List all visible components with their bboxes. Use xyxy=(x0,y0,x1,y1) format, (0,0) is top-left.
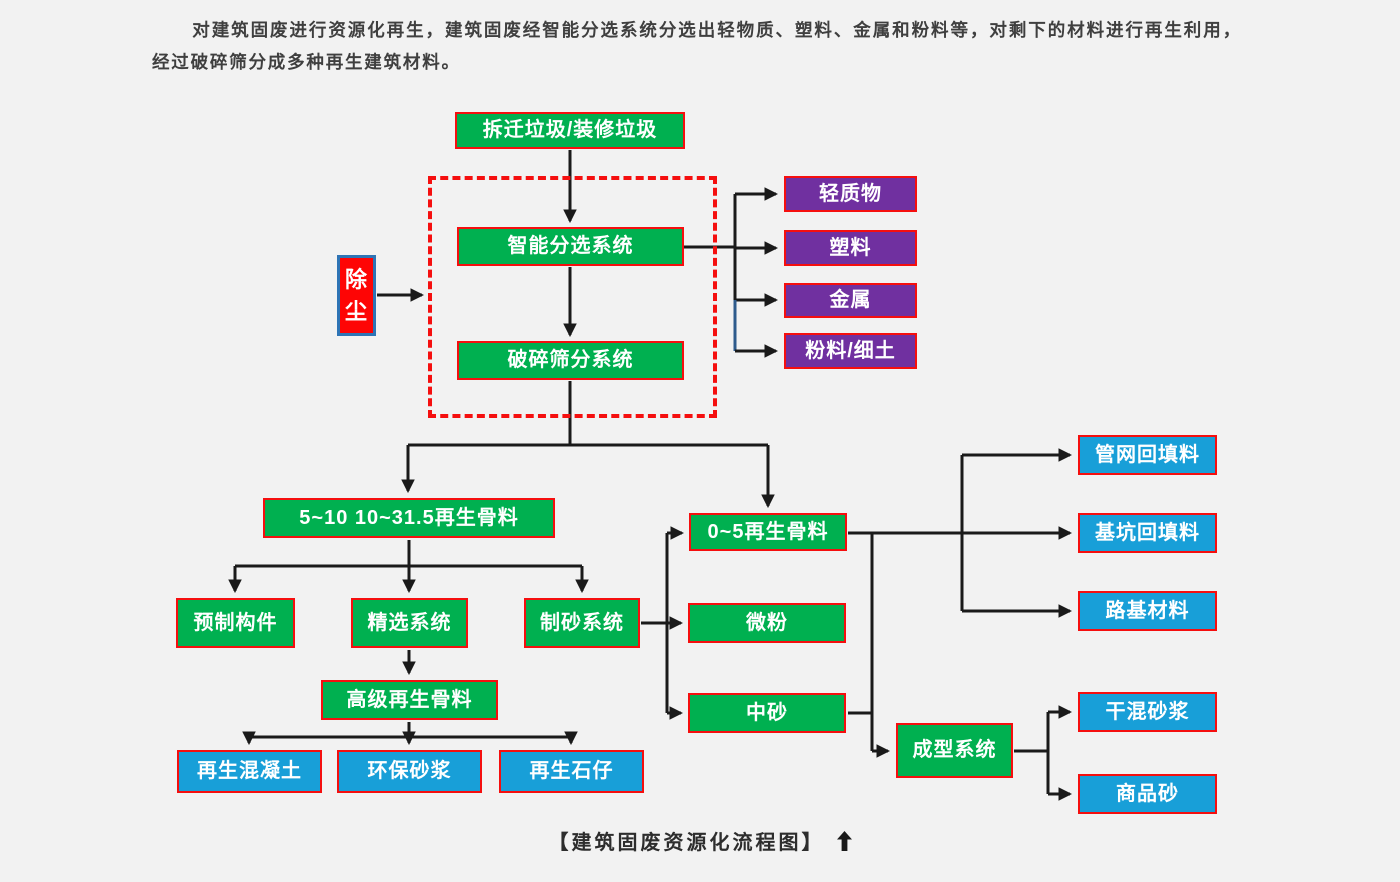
node-recycled-concrete: 再生混凝土 xyxy=(177,750,322,793)
node-dust-removal: 除尘 xyxy=(337,255,376,336)
node-road-base: 路基材料 xyxy=(1078,591,1217,631)
node-forming-system: 成型系统 xyxy=(896,723,1013,778)
up-arrow-icon xyxy=(836,830,852,851)
node-sand-making-system: 制砂系统 xyxy=(524,598,640,648)
node-crushing-screening: 破碎筛分系统 xyxy=(457,341,684,380)
node-eco-mortar: 环保砂浆 xyxy=(337,750,482,793)
node-plastic: 塑料 xyxy=(784,230,917,266)
caption-text: 【建筑固废资源化流程图】 xyxy=(548,832,825,854)
node-agg-5-31: 5~10 10~31.5再生骨料 xyxy=(263,498,555,538)
node-fine-powder: 微粉 xyxy=(688,603,846,643)
node-pit-backfill: 基坑回填料 xyxy=(1078,513,1217,553)
node-metal: 金属 xyxy=(784,283,917,318)
caption: 【建筑固废资源化流程图】 xyxy=(0,826,1400,855)
node-powder-fine-soil: 粉料/细土 xyxy=(784,333,917,369)
node-dry-mix-mortar: 干混砂浆 xyxy=(1078,692,1217,732)
node-agg-0-5: 0~5再生骨料 xyxy=(689,513,847,551)
node-commercial-sand: 商品砂 xyxy=(1078,774,1217,814)
node-smart-sorting: 智能分选系统 xyxy=(457,227,684,266)
processing-dashed-region xyxy=(428,176,717,418)
node-medium-sand: 中砂 xyxy=(688,693,846,733)
node-light-material: 轻质物 xyxy=(784,176,917,212)
node-precast-components: 预制构件 xyxy=(176,598,295,648)
node-pipe-backfill: 管网回填料 xyxy=(1078,435,1217,475)
node-selection-system: 精选系统 xyxy=(351,598,468,648)
node-demolition-waste: 拆迁垃圾/装修垃圾 xyxy=(455,112,685,149)
node-advanced-agg: 高级再生骨料 xyxy=(321,680,498,720)
intro-paragraph: 对建筑固废进行资源化再生，建筑固废经智能分选系统分选出轻物质、塑料、金属和粉料等… xyxy=(152,20,1242,73)
node-recycled-stone: 再生石仔 xyxy=(499,750,644,793)
